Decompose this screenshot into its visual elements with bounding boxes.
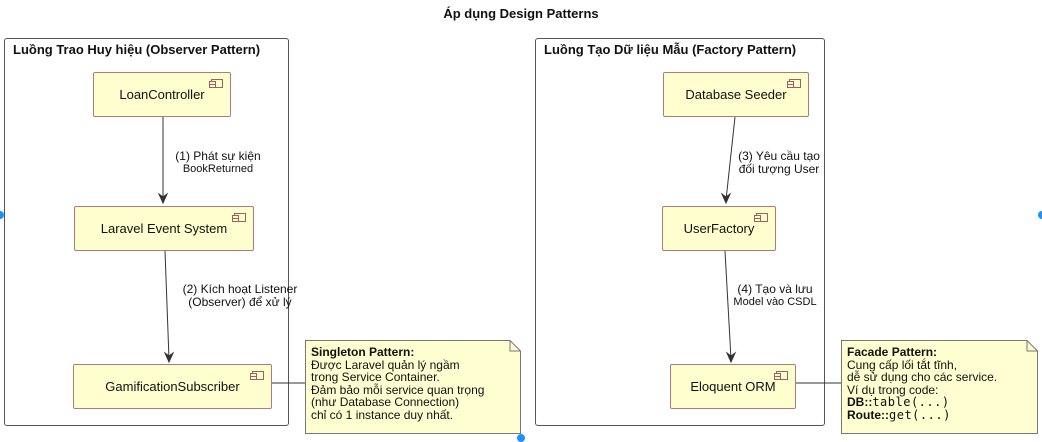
edge-1-line1: (1) Phát sự kiện bbox=[175, 149, 261, 163]
facade-code-2-rest: get(...) bbox=[889, 407, 951, 422]
database-seeder-component[interactable]: Database Seeder bbox=[663, 72, 809, 117]
singleton-note-line: (như Database Connection) bbox=[311, 395, 460, 410]
component-icon bbox=[774, 371, 788, 380]
singleton-note-text: Singleton Pattern: Được Laravel quản lý … bbox=[311, 346, 484, 422]
facade-code-line-2: Route::get(...) bbox=[847, 409, 997, 422]
facade-code-1-prefix: DB:: bbox=[847, 395, 873, 410]
loan-controller-component[interactable]: LoanController bbox=[93, 72, 231, 117]
event-system-label: Laravel Event System bbox=[100, 221, 228, 236]
gamification-subscriber-component[interactable]: GamificationSubscriber bbox=[73, 364, 272, 409]
edge-4-label: (4) Tạo và lưu Model vào CSDL bbox=[723, 283, 827, 309]
facade-note: Facade Pattern: Cung cấp lối tắt tĩnh, d… bbox=[841, 340, 1038, 434]
facade-note-shape bbox=[841, 340, 1038, 434]
edge-3-line1: (3) Yêu cầu tạo bbox=[738, 149, 820, 163]
edge-3-label: (3) Yêu cầu tạo đối tượng User bbox=[726, 150, 832, 176]
singleton-note-line: Được Laravel quản lý ngầm bbox=[311, 357, 460, 372]
facade-note-line: dễ sử dụng cho các service. bbox=[847, 370, 998, 385]
edge-2-line2: (Observer) để xử lý bbox=[188, 295, 292, 309]
facade-note-line: Ví dụ trong code: bbox=[847, 382, 939, 397]
edge-1-line2: BookReturned bbox=[182, 163, 254, 175]
singleton-note-title: Singleton Pattern: bbox=[311, 345, 415, 359]
edge-2-label: (2) Kích hoạt Listener (Observer) để xử … bbox=[167, 283, 313, 309]
singleton-note-line: Đảm bảo mỗi service quan trọng bbox=[311, 382, 485, 397]
edge-1-label: (1) Phát sự kiện BookReturned bbox=[160, 150, 276, 176]
component-icon bbox=[250, 371, 264, 380]
facade-code-line-1: DB::table(...) bbox=[847, 396, 997, 409]
facade-code-1-rest: table(...) bbox=[872, 395, 950, 410]
singleton-note-line: chỉ có 1 instance duy nhất. bbox=[311, 407, 454, 422]
observer-package-title: Luồng Trao Huy hiệu (Observer Pattern) bbox=[13, 42, 261, 57]
edge-4-line2: Model vào CSDL bbox=[733, 296, 817, 308]
facade-note-line: Cung cấp lối tắt tĩnh, bbox=[847, 357, 958, 372]
eloquent-orm-component[interactable]: Eloquent ORM bbox=[670, 364, 796, 409]
loan-controller-label: LoanController bbox=[119, 87, 205, 102]
facade-note-text: Facade Pattern: Cung cấp lối tắt tĩnh, d… bbox=[847, 346, 997, 422]
selection-handle-bottom[interactable] bbox=[517, 434, 525, 442]
facade-note-title: Facade Pattern: bbox=[847, 345, 938, 359]
component-icon bbox=[232, 213, 246, 222]
selection-handle-right[interactable] bbox=[1038, 211, 1042, 219]
component-icon bbox=[209, 79, 223, 88]
singleton-note-shape bbox=[305, 340, 521, 434]
singleton-note: Singleton Pattern: Được Laravel quản lý … bbox=[305, 340, 521, 434]
facade-code-2-prefix: Route:: bbox=[847, 407, 889, 422]
user-factory-label: UserFactory bbox=[683, 221, 755, 236]
gamification-subscriber-label: GamificationSubscriber bbox=[105, 379, 240, 394]
edge-2-line1: (2) Kích hoạt Listener bbox=[182, 282, 298, 296]
edge-4-line1: (4) Tạo và lưu bbox=[737, 282, 813, 296]
eloquent-orm-label: Eloquent ORM bbox=[690, 379, 776, 394]
component-icon bbox=[787, 79, 801, 88]
event-system-component[interactable]: Laravel Event System bbox=[74, 206, 254, 251]
database-seeder-label: Database Seeder bbox=[685, 87, 787, 102]
edge-3-line2: đối tượng User bbox=[738, 162, 820, 176]
component-icon bbox=[754, 213, 768, 222]
diagram-title: Áp dụng Design Patterns bbox=[443, 6, 599, 21]
selection-handle-left[interactable] bbox=[0, 211, 4, 219]
singleton-note-line: trong Service Container. bbox=[311, 370, 440, 385]
factory-package-title: Luồng Tạo Dữ liệu Mẫu (Factory Pattern) bbox=[544, 42, 797, 57]
user-factory-component[interactable]: UserFactory bbox=[662, 206, 776, 251]
